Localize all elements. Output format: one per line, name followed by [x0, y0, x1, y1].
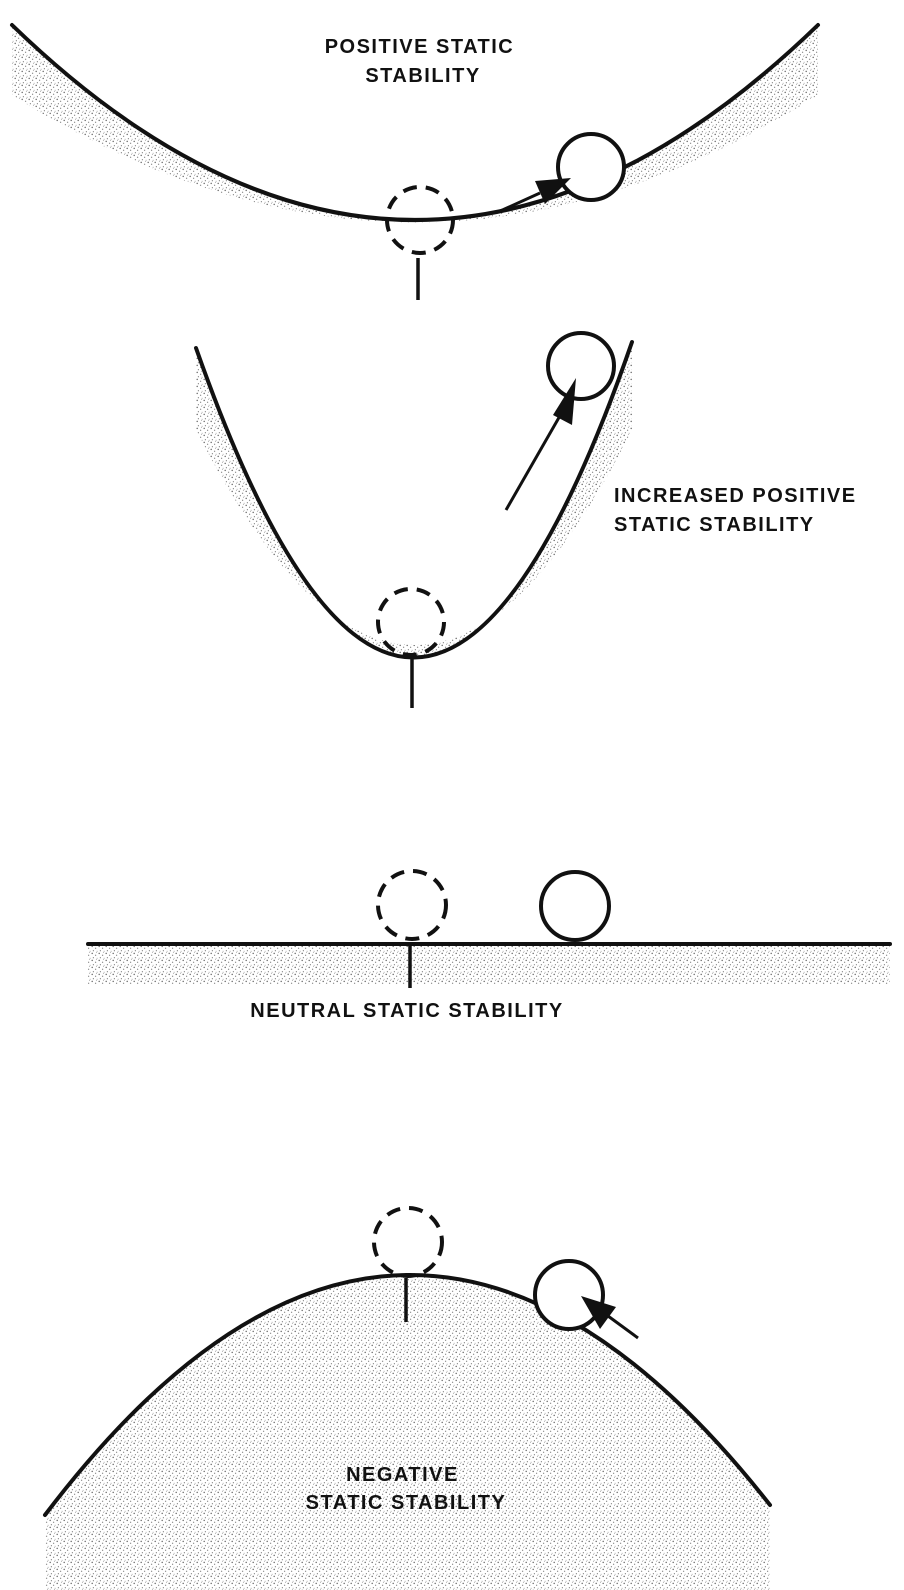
ball-equilibrium-dashed — [374, 1208, 442, 1276]
arrow-shaft — [608, 1316, 638, 1338]
panel-label: NEUTRAL STATIC STABILITY — [250, 1000, 563, 1022]
panel-neutral-static-stability: NEUTRAL STATIC STABILITY — [88, 871, 890, 1022]
ground-stipple — [88, 944, 890, 984]
ball-displaced — [535, 1261, 603, 1329]
ball-equilibrium-dashed — [378, 871, 446, 939]
ground-stipple — [45, 1275, 770, 1590]
arrow-shaft — [506, 414, 561, 510]
label-line-2: STATIC STABILITY — [614, 514, 815, 536]
panel-label: POSITIVE STATIC STABILITY — [325, 36, 522, 87]
panel-negative-static-stability: NEGATIVE STATIC STABILITY — [45, 1208, 770, 1590]
panel-label: INCREASED POSITIVE STATIC STABILITY — [614, 485, 864, 536]
label-line-2: STABILITY — [365, 65, 480, 87]
label-line-1: NEUTRAL STATIC STABILITY — [250, 1000, 563, 1022]
label-line-1: INCREASED POSITIVE — [614, 485, 857, 507]
ball-displaced — [548, 333, 614, 399]
ball-displaced — [558, 134, 624, 200]
label-line-2: STATIC STABILITY — [306, 1492, 507, 1514]
ball-displaced — [541, 872, 609, 940]
label-line-1: POSITIVE STATIC — [325, 36, 515, 58]
panel-increased-positive-static-stability: INCREASED POSITIVE STATIC STABILITY — [196, 333, 864, 708]
label-line-1: NEGATIVE — [346, 1464, 459, 1486]
panel-positive-static-stability: POSITIVE STATIC STABILITY — [12, 25, 818, 300]
